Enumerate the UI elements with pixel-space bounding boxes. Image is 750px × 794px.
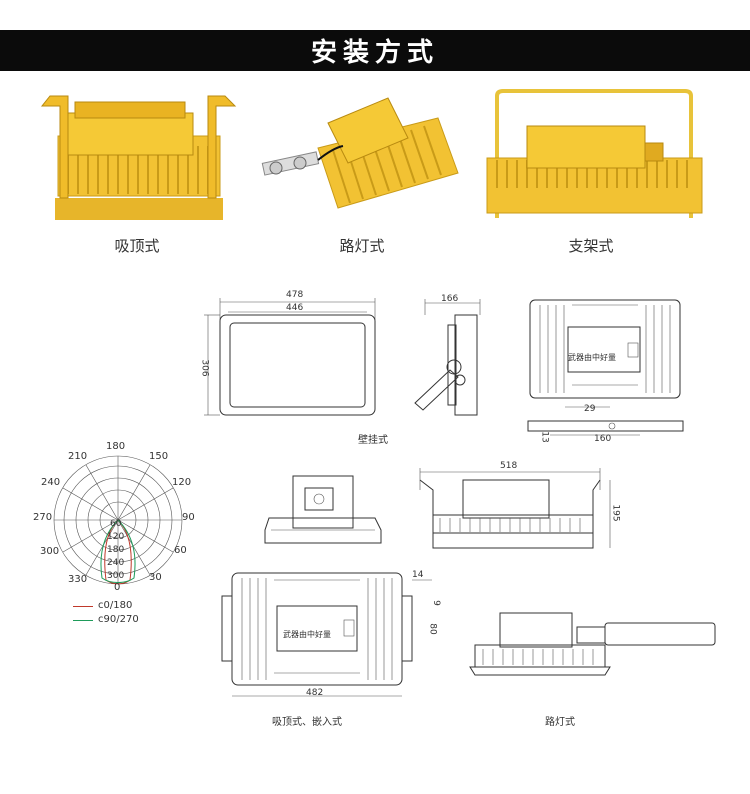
dim-bracket-b: 13 xyxy=(539,431,550,443)
dim-side: 166 xyxy=(441,294,459,304)
polar-radial-60: 60 xyxy=(110,519,122,529)
polar-angle-90: 90 xyxy=(182,512,195,523)
dim-ceiling-80: 80 xyxy=(427,623,438,635)
polar-angle-30: 30 xyxy=(149,572,162,583)
wall-front-drawing xyxy=(204,298,376,416)
bracket-mount-photo xyxy=(486,89,703,218)
dim-street-width: 518 xyxy=(500,461,518,471)
polar-angle-120: 120 xyxy=(172,477,192,488)
legend-line-c0 xyxy=(73,606,93,607)
dim-street-height: 195 xyxy=(610,504,621,522)
dim-inner-width: 446 xyxy=(286,303,304,313)
dim-outer-width: 478 xyxy=(286,290,304,300)
label-plate-wall: 武器由中好量 xyxy=(568,353,616,362)
street-side-drawing xyxy=(419,468,611,549)
caption-ceiling: 吸顶式、嵌入式 xyxy=(272,717,342,728)
polar-angle-60: 60 xyxy=(174,545,187,556)
polar-radial-300: 300 xyxy=(107,571,125,581)
polar-angle-0: 0 xyxy=(114,582,121,593)
wall-side-drawing xyxy=(414,299,481,416)
section-title: 安装方式 xyxy=(0,30,750,71)
bracket-front-drawing xyxy=(264,475,382,544)
caption-wall: 壁挂式 xyxy=(358,435,388,446)
photo-caption-bracket: 支架式 xyxy=(568,237,614,255)
dim-height: 306 xyxy=(199,359,210,377)
dim-ceiling-14: 14 xyxy=(412,570,424,580)
polar-radial-180: 180 xyxy=(107,545,125,555)
caption-street: 路灯式 xyxy=(545,717,575,728)
dim-bracket-c: 160 xyxy=(594,434,612,444)
polar-angle-330: 330 xyxy=(68,574,88,585)
wall-back-drawing xyxy=(527,299,684,436)
ceiling-bottom-drawing xyxy=(221,572,432,697)
label-plate-ceiling: 武器由中好量 xyxy=(283,630,331,639)
polar-angle-300: 300 xyxy=(40,546,60,557)
street-light-photo xyxy=(261,97,459,209)
polar-angle-240: 240 xyxy=(41,477,61,488)
polar-angle-270: 270 xyxy=(33,512,53,523)
polar-angle-210: 210 xyxy=(68,451,88,462)
ceiling-mount-photo xyxy=(40,95,237,220)
legend-label-c90: c90/270 xyxy=(98,614,139,625)
dim-bracket-a: 29 xyxy=(584,404,596,414)
polar-radial-240: 240 xyxy=(107,558,125,568)
street-pole-drawing xyxy=(469,612,716,676)
polar-angle-150: 150 xyxy=(149,451,169,462)
polar-diagram xyxy=(53,455,183,585)
legend-line-c90 xyxy=(73,620,93,621)
polar-radial-120: 120 xyxy=(107,532,125,542)
dim-ceiling-width: 482 xyxy=(306,688,324,698)
legend-label-c0: c0/180 xyxy=(98,600,133,611)
dim-ceiling-9: 9 xyxy=(430,600,441,606)
polar-angle-180: 180 xyxy=(106,441,126,452)
photo-caption-street: 路灯式 xyxy=(339,237,385,255)
photo-caption-ceiling: 吸顶式 xyxy=(114,237,160,255)
